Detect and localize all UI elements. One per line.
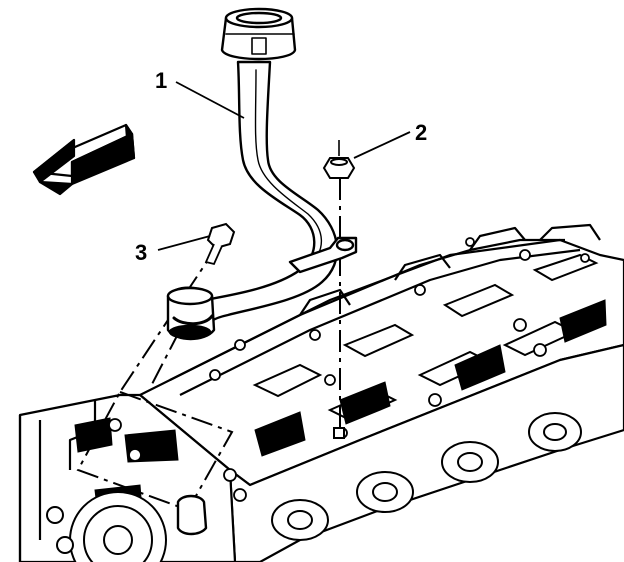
callout-label-2: 2	[415, 120, 427, 145]
engine-cylinder-head	[18, 223, 624, 562]
callout-leader-1	[175, 81, 245, 119]
callout-leader-3	[157, 235, 211, 251]
timing-sprocket	[46, 491, 167, 562]
front-direction-arrow-icon	[32, 123, 136, 196]
callout-label-1: 1	[155, 68, 167, 93]
callout-leader-2	[353, 131, 411, 159]
stud-nut	[322, 140, 356, 439]
callout-label-3: 3	[135, 240, 147, 265]
head-ports	[271, 412, 582, 541]
oil-fill-tube	[166, 7, 358, 536]
bolt	[204, 222, 236, 266]
callout-leaders	[157, 81, 411, 251]
